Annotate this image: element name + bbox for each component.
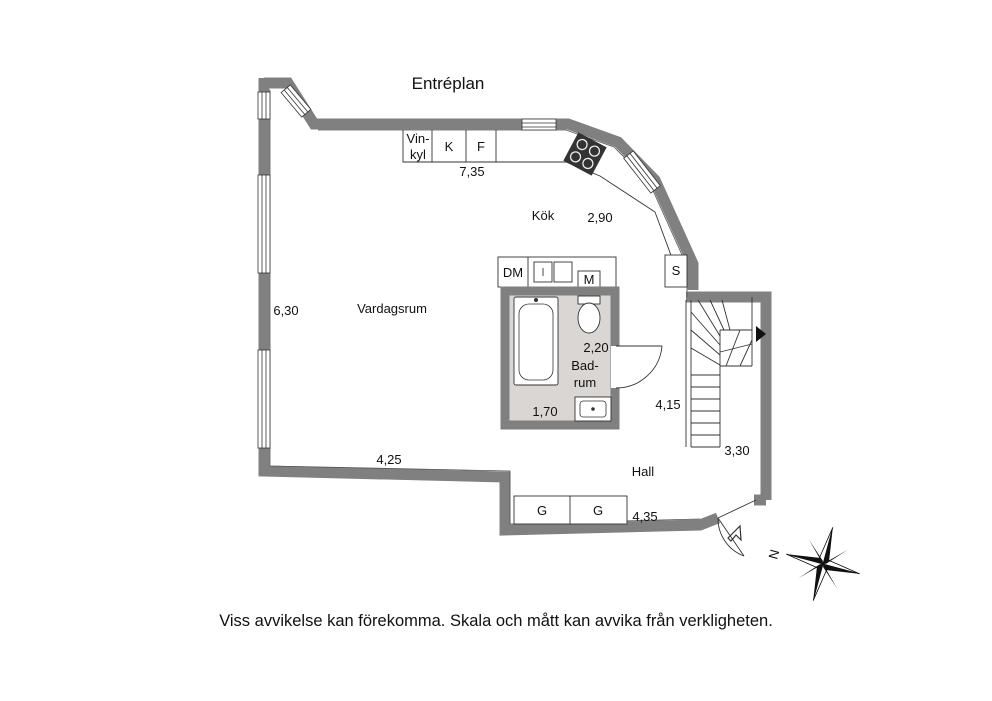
label-washer: M (584, 272, 595, 287)
label-wardrobe-2: G (593, 503, 603, 518)
label-cabinet: S (672, 263, 681, 278)
plan-title: Entréplan (412, 74, 485, 93)
stove (563, 132, 607, 176)
stair-arrow (756, 326, 766, 342)
kitchen-island (497, 256, 617, 288)
dim-bottom: 4,25 (376, 452, 401, 467)
dim-stair: 4,15 (655, 397, 680, 412)
cabinet-box (664, 254, 688, 288)
label-fridge: K (445, 139, 454, 154)
room-hall: Hall (632, 464, 655, 479)
room-kitchen: Kök (532, 208, 555, 223)
room-living: Vardagsrum (357, 301, 427, 316)
dim-hall: 4,35 (632, 509, 657, 524)
dim-bath-depth: 1,70 (532, 404, 557, 419)
wardrobes (513, 495, 628, 525)
label-wardrobe-1: G (537, 503, 547, 518)
dim-bath-width: 2,20 (583, 340, 608, 355)
label-wine-line1: Vin- (407, 131, 430, 146)
windows-left (257, 91, 271, 449)
label-dishwasher: DM (503, 265, 523, 280)
bathroom-door (615, 345, 663, 389)
room-bath-line1: Bad- (571, 358, 598, 373)
label-freezer: F (477, 139, 485, 154)
stairs (685, 297, 753, 448)
entrance-arrow (727, 524, 742, 542)
label-wine-line2: kyl (410, 147, 426, 162)
dim-left: 6,30 (273, 303, 298, 318)
room-bath-line2: rum (574, 375, 596, 390)
entrance-door (717, 499, 757, 557)
disclaimer: Viss avvikelse kan förekomma. Skala och … (219, 612, 773, 630)
compass-rose (786, 527, 860, 601)
dim-top: 7,35 (459, 164, 484, 179)
dim-kitchen: 2,90 (587, 210, 612, 225)
compass-north-label: N (765, 548, 782, 561)
dim-stair-width: 3,30 (724, 443, 749, 458)
windows-top (280, 84, 661, 194)
